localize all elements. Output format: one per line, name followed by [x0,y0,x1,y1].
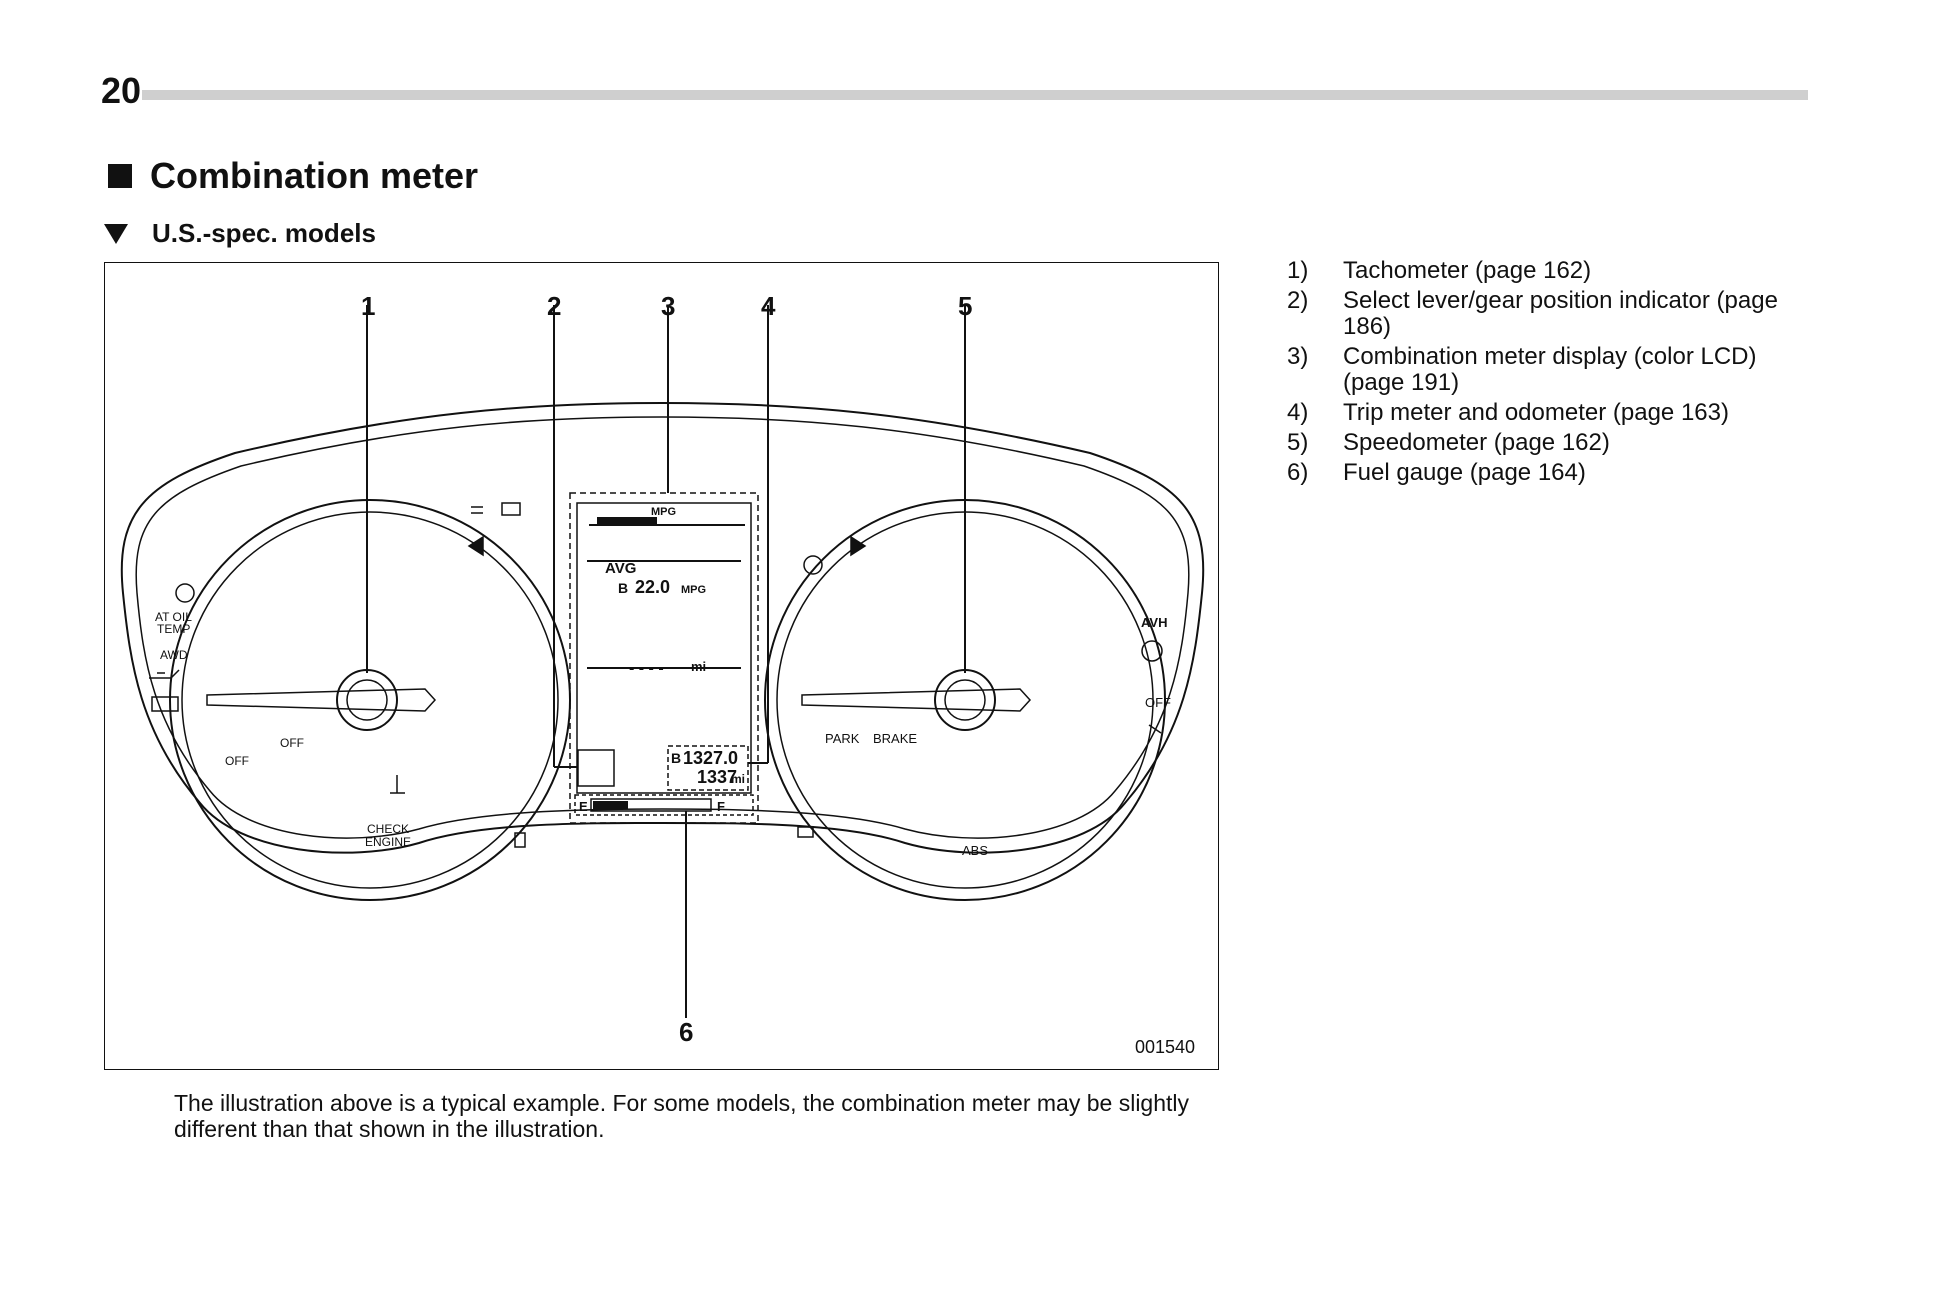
tachometer-needle [206,688,437,712]
cluster-inner-outline [135,416,1190,839]
front-fog-icon [471,506,483,514]
label-brake: BRAKE [873,731,917,746]
display-range-value: - - - - [629,660,664,677]
fuel-gauge-fill [593,801,628,809]
speedometer-needle [801,688,1032,712]
callout-6: 6 [679,1017,693,1047]
label-awd: AWD [160,648,188,662]
coolant-temp-icon [390,775,405,794]
display-avg-value: 22.0 [635,577,670,597]
label-off-3: OFF [1145,695,1171,710]
legend-item: 4) Trip meter and odometer (page 163) [1287,400,1807,426]
legend-list: 1) Tachometer (page 162) 2) Select lever… [1287,258,1807,490]
legend-text: Trip meter and odometer (page 163) [1343,399,1729,426]
left-turn-icon [467,535,484,557]
label-off-1: OFF [225,754,249,768]
display-trip-value: 1327.0 [683,748,738,768]
legend-item: 2) Select lever/gear position indicator … [1287,288,1807,340]
right-turn-icon [850,535,867,557]
srs-airbag-icon [1148,724,1162,734]
label-avh: AVH [1141,615,1167,630]
warning-icons [149,502,1163,848]
legend-text: Combination meter display (color LCD) (p… [1343,343,1757,396]
label-check: CHECK [367,822,409,836]
triangle-down-icon [104,223,128,244]
legend-number: 2) [1287,287,1309,314]
display-odometer-value: 1337 [697,767,737,787]
callout-3: 3 [661,291,675,321]
figure-caption: The illustration above is a typical exam… [174,1090,1190,1142]
legend-item: 6) Fuel gauge (page 164) [1287,460,1807,486]
label-at-oil: AT OIL [155,610,192,624]
label-temp: TEMP [157,622,190,636]
callout-2: 2 [547,291,561,321]
section-heading: Combination meter [108,155,478,197]
label-off-2: OFF [280,736,304,750]
legend-number: 6) [1287,459,1309,486]
legend-number: 1) [1287,257,1309,284]
battery-icon [151,696,179,712]
callout-1: 1 [361,291,375,321]
display-odometer-unit: mi [731,772,745,786]
figure-id: 001540 [1135,1037,1195,1057]
subheading-text: U.S.-spec. models [152,218,376,248]
tachometer-dial-inner [181,511,559,889]
fuel-gauge-frame [574,794,754,816]
label-abs: ABS [962,843,988,858]
heading-square-icon [108,164,132,188]
headlight-icon [501,502,521,516]
callout-4: 4 [761,291,776,321]
display-avg-trip: B [618,580,628,596]
fuel-gauge-track [590,798,712,812]
fuel-icon-small [514,832,526,848]
legend-text: Select lever/gear position indicator (pa… [1343,287,1778,340]
oil-pressure-icon [149,669,180,679]
heading-text: Combination meter [150,155,479,196]
cluster-outline [120,401,1205,854]
label-park: PARK [825,731,860,746]
mpg-bar [597,517,657,525]
speedometer-hub [934,669,996,731]
legend-text: Tachometer (page 162) [1343,257,1592,284]
fuel-full-label: F [717,799,725,814]
trip-odometer-box [667,745,749,791]
legend-item: 1) Tachometer (page 162) [1287,258,1807,284]
page-number: 20 [101,70,142,111]
display-dashed-frame [569,492,759,824]
tachometer-hub [336,669,398,731]
tachometer-dial-outer [169,499,571,901]
security-icon [797,826,814,838]
display-mpg-label: MPG [651,506,676,518]
brake-hold-icon [1141,640,1163,662]
lane-departure-icon [803,555,823,575]
label-engine: ENGINE [365,835,411,849]
legend-text: Speedometer (page 162) [1343,429,1610,456]
fuel-empty-label: E [579,799,588,814]
legend-number: 4) [1287,399,1309,426]
display-avg-unit: MPG [681,584,706,596]
subsection-heading: U.S.-spec. models [104,218,376,249]
display-range-unit: mi [691,659,706,674]
legend-item: 5) Speedometer (page 162) [1287,430,1807,456]
tpms-icon [175,583,195,603]
legend-item: 3) Combination meter display (color LCD)… [1287,344,1807,396]
display-trip-label: B [671,750,681,766]
display-screen [576,502,752,794]
header-rule [142,90,1808,100]
callout-5: 5 [958,291,972,321]
legend-number: 5) [1287,429,1309,456]
legend-number: 3) [1287,343,1309,370]
gear-position-box [577,749,615,787]
instrument-cluster-figure: 1 2 3 4 5 6 AT OIL TEMP AWD OFF OFF CHEC… [104,262,1219,1070]
display-avg-label: AVG [605,560,636,577]
legend-text: Fuel gauge (page 164) [1343,459,1586,486]
